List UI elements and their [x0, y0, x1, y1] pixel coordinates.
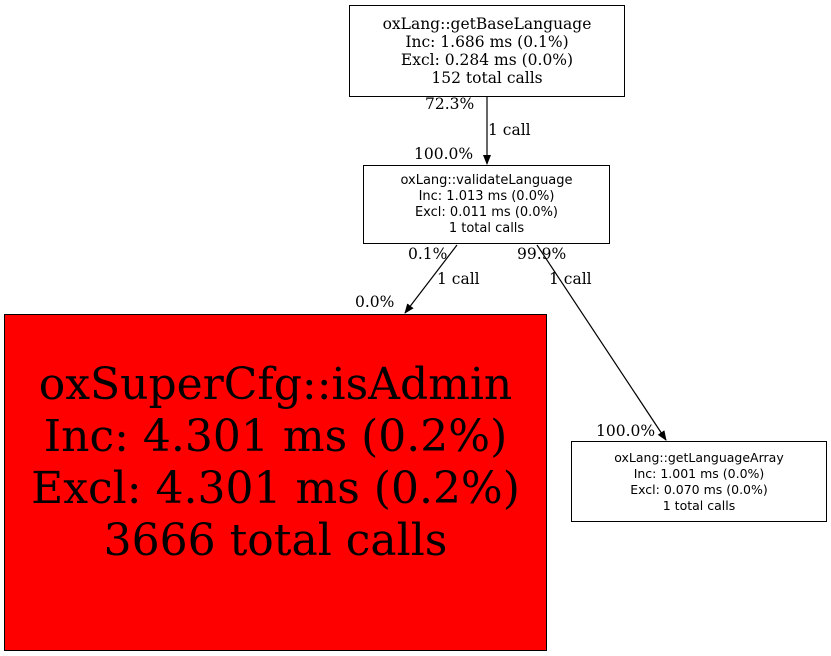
edge-call-label: 1 call — [437, 270, 480, 288]
node-exclusive-time: Excl: 0.284 ms (0.0%) — [400, 51, 574, 69]
edge-tail-percent: 72.3% — [425, 95, 475, 113]
edge-tail-percent: 99.9% — [517, 245, 567, 263]
node-inclusive-time: Inc: 1.013 ms (0.0%) — [418, 188, 555, 204]
node-name: oxLang::getBaseLanguage — [382, 15, 592, 33]
node-validate-language[interactable]: oxLang::validateLanguage Inc: 1.013 ms (… — [363, 165, 610, 244]
edge-head-percent: 100.0% — [596, 422, 656, 440]
edge-call-label: 1 call — [488, 121, 531, 139]
node-exclusive-time: Excl: 0.070 ms (0.0%) — [630, 481, 768, 497]
node-name: oxLang::getLanguageArray — [614, 449, 784, 465]
edge-tail-percent: 0.1% — [408, 245, 448, 263]
node-total-calls: 152 total calls — [431, 69, 543, 87]
node-total-calls: 1 total calls — [448, 220, 525, 236]
node-inclusive-time: Inc: 1.001 ms (0.0%) — [633, 465, 765, 481]
edge-validate-to-isadmin — [404, 244, 458, 314]
edge-validate-to-array — [536, 244, 667, 441]
node-name: oxSuperCfg::isAdmin — [38, 358, 513, 410]
node-inclusive-time: Inc: 1.686 ms (0.1%) — [405, 33, 569, 51]
node-get-base-language[interactable]: oxLang::getBaseLanguage Inc: 1.686 ms (0… — [349, 5, 625, 97]
node-get-language-array[interactable]: oxLang::getLanguageArray Inc: 1.001 ms (… — [571, 441, 827, 522]
node-total-calls: 3666 total calls — [103, 514, 448, 566]
edge-head-percent: 0.0% — [355, 293, 395, 311]
node-inclusive-time: Inc: 4.301 ms (0.2%) — [43, 410, 508, 462]
node-is-admin[interactable]: oxSuperCfg::isAdmin Inc: 4.301 ms (0.2%)… — [4, 314, 547, 651]
node-total-calls: 1 total calls — [662, 497, 736, 513]
edge-call-label: 1 call — [549, 270, 592, 288]
node-exclusive-time: Excl: 0.011 ms (0.0%) — [414, 204, 559, 220]
node-exclusive-time: Excl: 4.301 ms (0.2%) — [31, 462, 520, 514]
node-name: oxLang::validateLanguage — [400, 172, 573, 188]
edge-head-percent: 100.0% — [414, 145, 474, 163]
